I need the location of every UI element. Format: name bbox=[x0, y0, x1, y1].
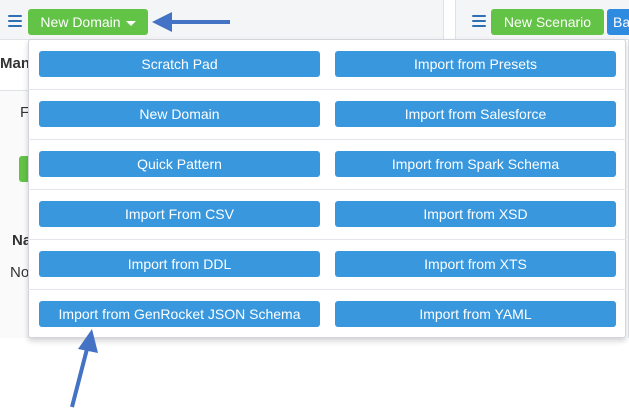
background-green-button[interactable] bbox=[19, 156, 30, 182]
column-header-fragment: Na bbox=[12, 232, 28, 249]
import-from-genrocket-json-schema-button[interactable]: Import from GenRocket JSON Schema bbox=[39, 301, 320, 327]
import-from-spark-schema-button[interactable]: Import from Spark Schema bbox=[335, 151, 616, 177]
background-panel bbox=[0, 90, 30, 338]
menu-divider bbox=[28, 189, 626, 190]
import-from-salesforce-button[interactable]: Import from Salesforce bbox=[335, 101, 616, 127]
partial-toolbar-button-label: Ba bbox=[613, 14, 629, 30]
menu-divider bbox=[28, 239, 626, 240]
annotation-arrow-icon bbox=[152, 12, 230, 32]
hamburger-menu-icon[interactable] bbox=[472, 15, 486, 27]
page-title-fragment: Man bbox=[0, 55, 28, 72]
menu-divider bbox=[28, 89, 626, 90]
import-from-xts-button[interactable]: Import from XTS bbox=[335, 251, 616, 277]
table-cell-fragment: No bbox=[10, 264, 28, 281]
menu-divider bbox=[28, 289, 626, 290]
import-from-ddl-button[interactable]: Import from DDL bbox=[39, 251, 320, 277]
new-domain-dropdown bbox=[28, 39, 626, 338]
new-domain-button-label: New Domain bbox=[40, 14, 121, 30]
partial-toolbar-button[interactable]: Ba bbox=[607, 9, 629, 35]
menu-divider bbox=[28, 139, 626, 140]
import-from-xsd-button[interactable]: Import from XSD bbox=[335, 201, 616, 227]
quick-pattern-button[interactable]: Quick Pattern bbox=[39, 151, 320, 177]
import-from-yaml-button[interactable]: Import from YAML bbox=[335, 301, 616, 327]
new-scenario-button[interactable]: New Scenario bbox=[491, 9, 604, 35]
annotation-arrow-icon bbox=[70, 329, 98, 408]
background-label-fragment: F bbox=[20, 104, 30, 121]
hamburger-menu-icon[interactable] bbox=[8, 15, 22, 27]
new-scenario-button-label: New Scenario bbox=[503, 14, 592, 30]
new-domain-button[interactable]: New Domain bbox=[28, 9, 148, 35]
new-domain-menu-button[interactable]: New Domain bbox=[39, 101, 320, 127]
scratch-pad-button[interactable]: Scratch Pad bbox=[39, 51, 320, 77]
import-from-presets-button[interactable]: Import from Presets bbox=[335, 51, 616, 77]
caret-down-icon bbox=[125, 20, 136, 26]
import-from-csv-button[interactable]: Import From CSV bbox=[39, 201, 320, 227]
toolbar-divider bbox=[443, 0, 456, 40]
